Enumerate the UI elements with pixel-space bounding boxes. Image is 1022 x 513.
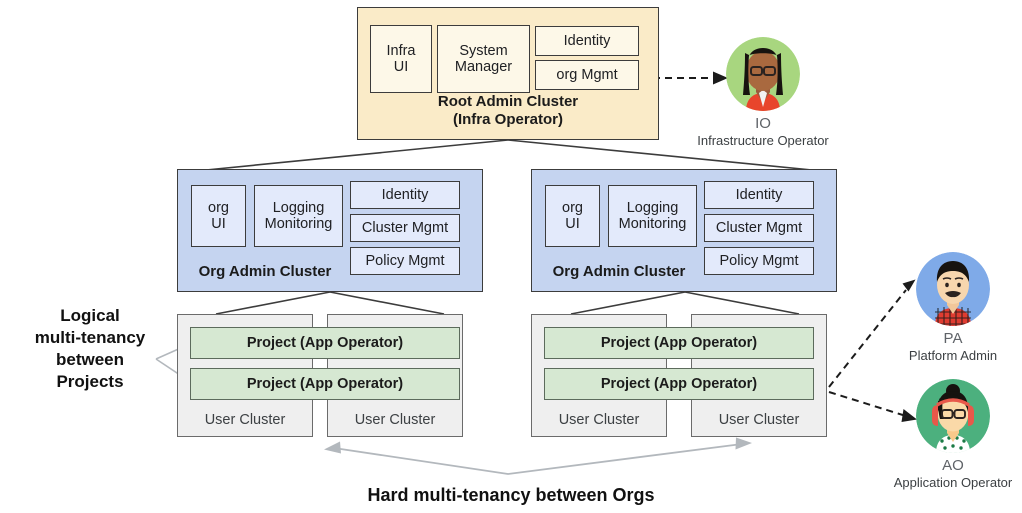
chip-label: Identity [381, 186, 429, 203]
project-label: Project (App Operator) [600, 334, 758, 351]
root-component-infra-ui[interactable]: Infra UI [370, 25, 432, 93]
chip-label: Cluster Mgmt [361, 219, 449, 236]
org-left-component-logging-monitoring[interactable]: Logging Monitoring [254, 185, 343, 247]
org-admin-cluster-right-title: Org Admin Cluster [552, 263, 686, 280]
persona-pa[interactable]: PA Platform Admin [878, 252, 1022, 363]
user-cluster-right-2-label: User Cluster [718, 412, 800, 428]
chip-label-line2: UI [393, 59, 409, 75]
persona-ao[interactable]: AO Application Operator [878, 379, 1022, 490]
org-left-component-org-ui[interactable]: org UI [191, 185, 246, 247]
root-component-identity[interactable]: Identity [535, 26, 639, 56]
user-cluster-left-1-label: User Cluster [204, 412, 286, 428]
org-admin-cluster-left-title: Org Admin Cluster [198, 263, 332, 280]
chip-label-line1: Logging [626, 199, 679, 216]
root-title-line2: (Infra Operator) [452, 110, 563, 128]
hard-multitenancy-label: Hard multi-tenancy between Orgs [367, 485, 655, 505]
chip-label-line2: UI [211, 216, 226, 232]
chip-label-line1: Logging [272, 199, 325, 216]
user-cluster-right-1-label: User Cluster [558, 412, 640, 428]
chip-label: Identity [735, 186, 783, 203]
chip-label: Identity [563, 32, 611, 49]
root-component-org-mgmt[interactable]: org Mgmt [535, 60, 639, 90]
chip-label-line1: org [562, 199, 583, 216]
org-right-component-identity[interactable]: Identity [704, 181, 814, 209]
persona-pa-abbr: PA [943, 330, 963, 347]
persona-io-abbr: IO [755, 115, 771, 132]
org-right-component-logging-monitoring[interactable]: Logging Monitoring [608, 185, 697, 247]
project-left-2[interactable]: Project (App Operator) [190, 368, 460, 400]
org-left-component-cluster-mgmt[interactable]: Cluster Mgmt [350, 214, 460, 242]
persona-ao-role: Application Operator [893, 475, 1013, 490]
chip-label: Policy Mgmt [365, 252, 445, 269]
woman-headphones-avatar-icon [916, 379, 990, 453]
project-right-1[interactable]: Project (App Operator) [544, 327, 814, 359]
chip-label-line1: org [208, 199, 229, 216]
chip-label: org Mgmt [556, 66, 618, 83]
chip-label: Policy Mgmt [719, 252, 799, 269]
persona-io[interactable]: IO Infrastructure Operator [688, 37, 838, 148]
chip-label: Cluster Mgmt [715, 219, 803, 236]
org-right-component-policy-mgmt[interactable]: Policy Mgmt [704, 247, 814, 275]
chip-label-line2: Monitoring [618, 216, 687, 232]
project-right-2[interactable]: Project (App Operator) [544, 368, 814, 400]
project-label: Project (App Operator) [246, 375, 404, 392]
logical-multitenancy-label: Logical multi-tenancy between Projects [34, 306, 146, 392]
org-left-component-policy-mgmt[interactable]: Policy Mgmt [350, 247, 460, 275]
project-left-1[interactable]: Project (App Operator) [190, 327, 460, 359]
persona-ao-abbr: AO [942, 457, 964, 474]
persona-io-role: Infrastructure Operator [697, 133, 829, 148]
org-right-component-org-ui[interactable]: org UI [545, 185, 600, 247]
project-label: Project (App Operator) [246, 334, 404, 351]
org-right-component-cluster-mgmt[interactable]: Cluster Mgmt [704, 214, 814, 242]
root-admin-cluster-title: Root Admin Cluster (Infra Operator) [357, 93, 659, 128]
user-cluster-left-2-label: User Cluster [354, 412, 436, 428]
root-title-line1: Root Admin Cluster [437, 93, 579, 110]
chip-label-line1: Infra [386, 42, 416, 59]
root-component-system-manager[interactable]: System Manager [437, 25, 530, 93]
chip-label-line1: System [459, 42, 508, 59]
persona-pa-role: Platform Admin [908, 348, 998, 363]
woman-glasses-avatar-icon [726, 37, 800, 111]
chip-label-line2: Monitoring [264, 216, 333, 232]
project-label: Project (App Operator) [600, 375, 758, 392]
man-mustache-avatar-icon [916, 252, 990, 326]
org-left-component-identity[interactable]: Identity [350, 181, 460, 209]
chip-label-line2: UI [565, 216, 580, 232]
chip-label-line2: Manager [454, 59, 513, 75]
